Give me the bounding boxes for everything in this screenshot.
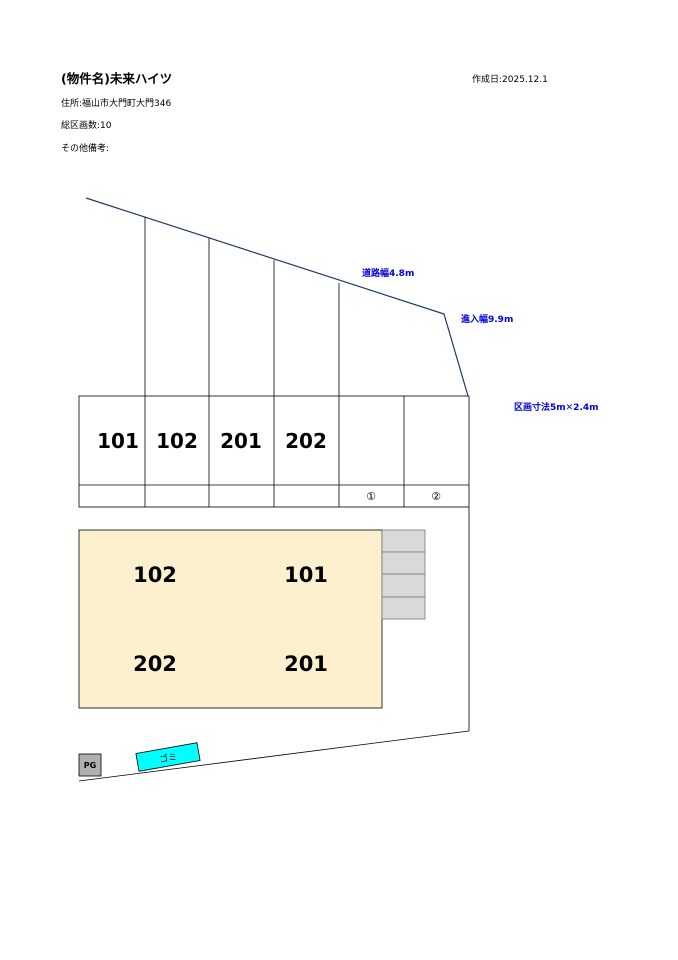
site-boundary-line	[78, 730, 470, 782]
pg-label: PG	[84, 761, 96, 770]
building-unit-label: 102	[133, 563, 177, 587]
building-unit-label: 202	[133, 652, 177, 676]
lot-label: 202	[285, 429, 327, 453]
lot-label: 102	[156, 429, 198, 453]
total-lots: 総区画数:10	[61, 121, 112, 131]
address: 住所:福山市大門町大門346	[61, 99, 172, 109]
property-title: (物件名)未来ハイツ	[61, 71, 173, 86]
building	[78, 529, 383, 709]
parking-row	[78, 395, 470, 508]
lot-label: 101	[97, 429, 139, 453]
entry-width-label: 進入幅9.9m	[461, 313, 513, 325]
building-unit-label: 201	[284, 652, 328, 676]
bicycle-stalls	[381, 529, 426, 620]
lot-size-label: 区画寸法5m✕2.4m	[514, 401, 599, 413]
lot-label: 201	[220, 429, 262, 453]
garbage-area: ゴミ	[135, 742, 201, 772]
lot-sub-label: ①	[366, 490, 376, 503]
road-boundary-line	[85, 197, 469, 397]
pg-box	[78, 753, 102, 777]
building-unit-label: 101	[284, 563, 328, 587]
lot-sub-label: ②	[431, 490, 441, 503]
road-width-label: 道路幅4.8m	[362, 267, 414, 279]
notes: その他備考:	[61, 144, 110, 154]
garbage-label: ゴミ	[158, 751, 178, 766]
created-date: 作成日:2025.12.1	[472, 75, 548, 85]
